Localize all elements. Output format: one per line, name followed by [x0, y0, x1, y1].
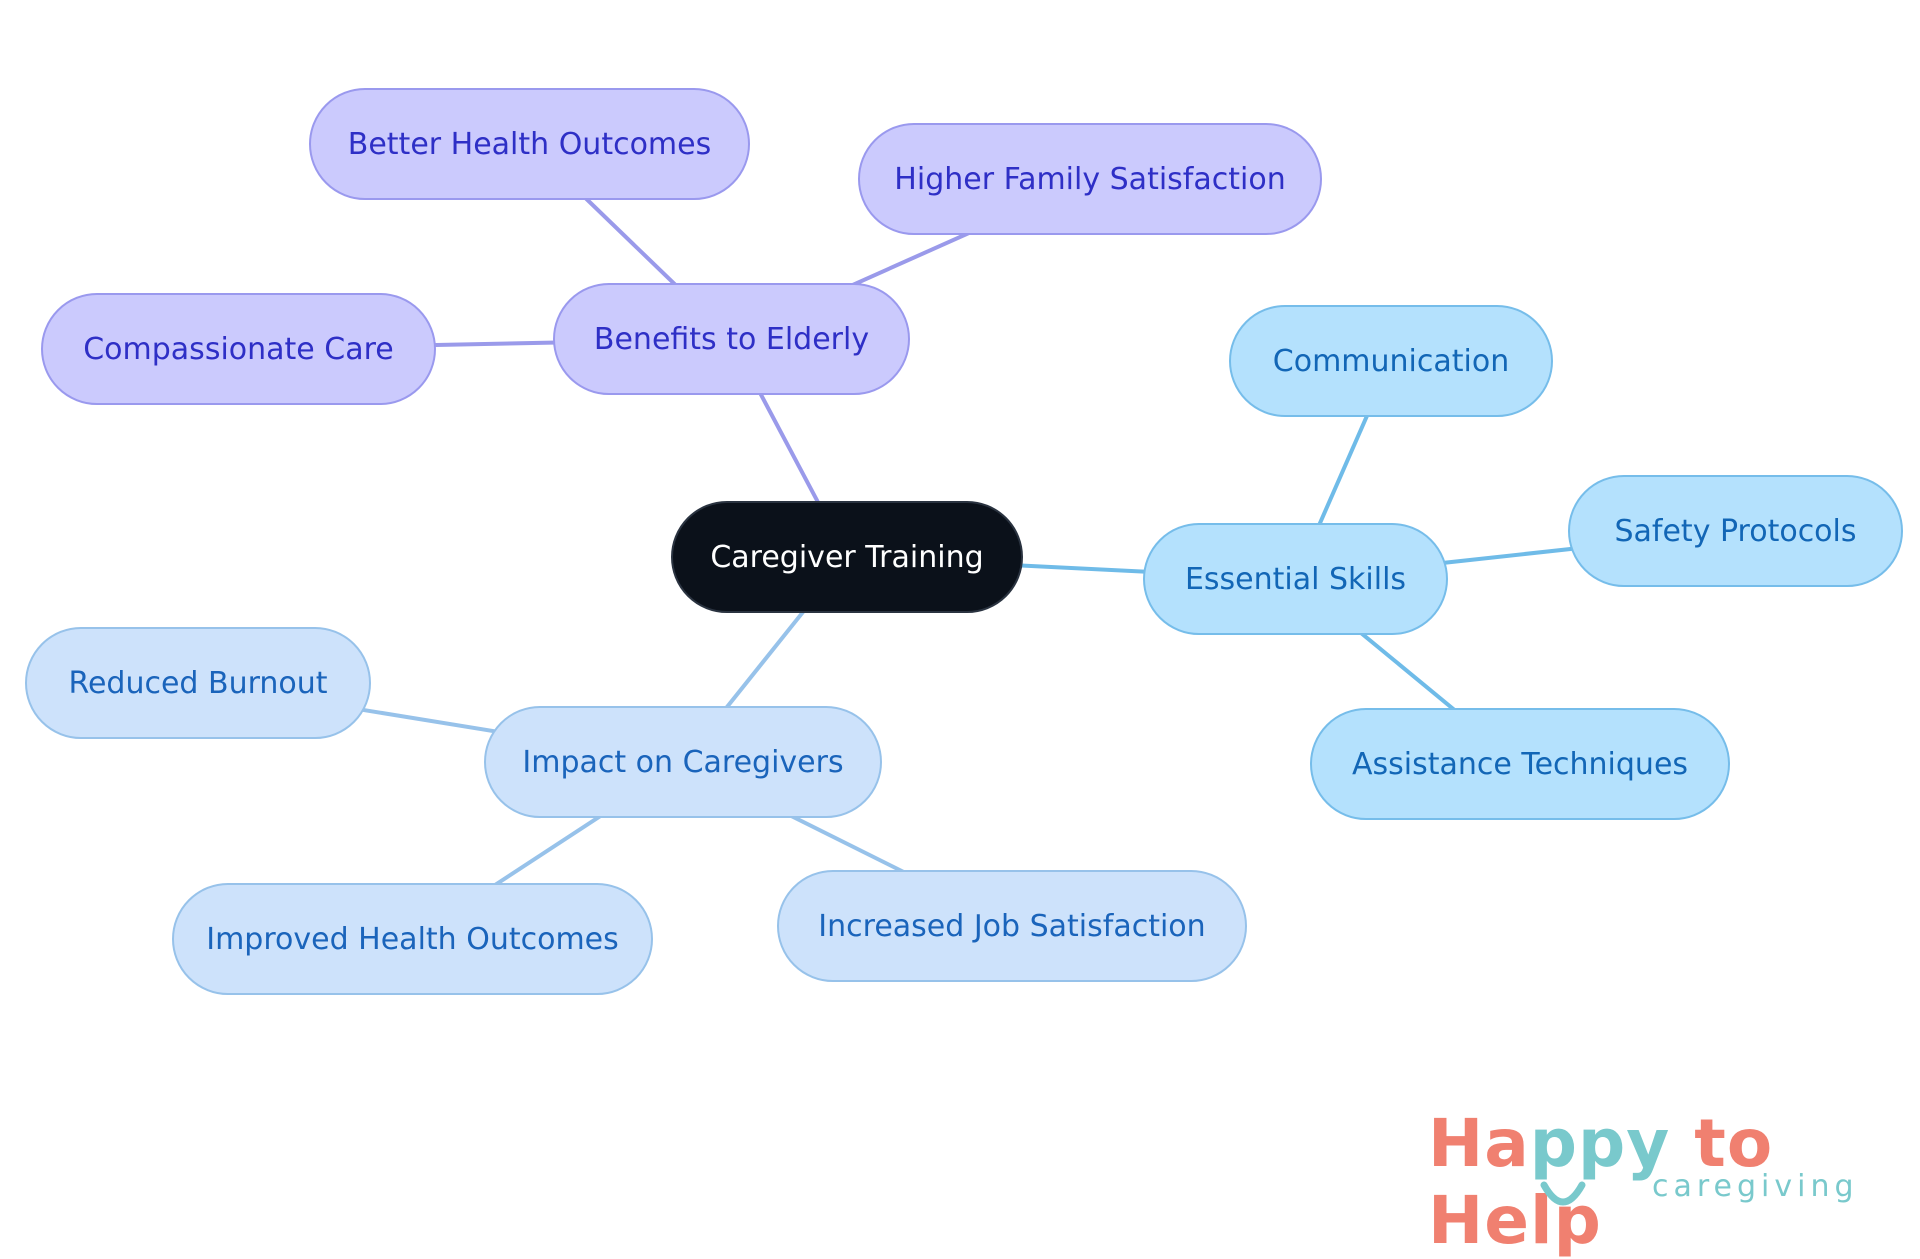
- node-burnout: Reduced Burnout: [25, 627, 371, 739]
- node-improved-health: Improved Health Outcomes: [172, 883, 653, 995]
- brand-logo: Happy to Help caregiving: [1428, 1105, 1898, 1259]
- mind-map: Caregiver Training Benefits to Elderly Bet…: [25, 88, 1903, 995]
- brand-name-part-2: ppy: [1529, 1105, 1671, 1182]
- node-caregiver-training: Caregiver Training: [671, 501, 1023, 613]
- node-better-health: Better Health Outcomes: [309, 88, 750, 200]
- node-assistance: Assistance Techniques: [1310, 708, 1730, 820]
- node-job-satisfaction: Increased Job Satisfaction: [777, 870, 1247, 982]
- node-family-satisfaction: Higher Family Satisfaction: [858, 123, 1322, 235]
- node-safety: Safety Protocols: [1568, 475, 1903, 587]
- brand-name-part-1: Ha: [1428, 1105, 1530, 1182]
- node-skills: Essential Skills: [1143, 523, 1448, 635]
- brand-tagline: caregiving: [1652, 1169, 1859, 1204]
- node-impact: Impact on Caregivers: [484, 706, 882, 818]
- node-compassionate: Compassionate Care: [41, 293, 436, 405]
- node-communication: Communication: [1229, 305, 1553, 417]
- smile-icon: [1540, 1181, 1586, 1206]
- node-benefits: Benefits to Elderly: [553, 283, 910, 395]
